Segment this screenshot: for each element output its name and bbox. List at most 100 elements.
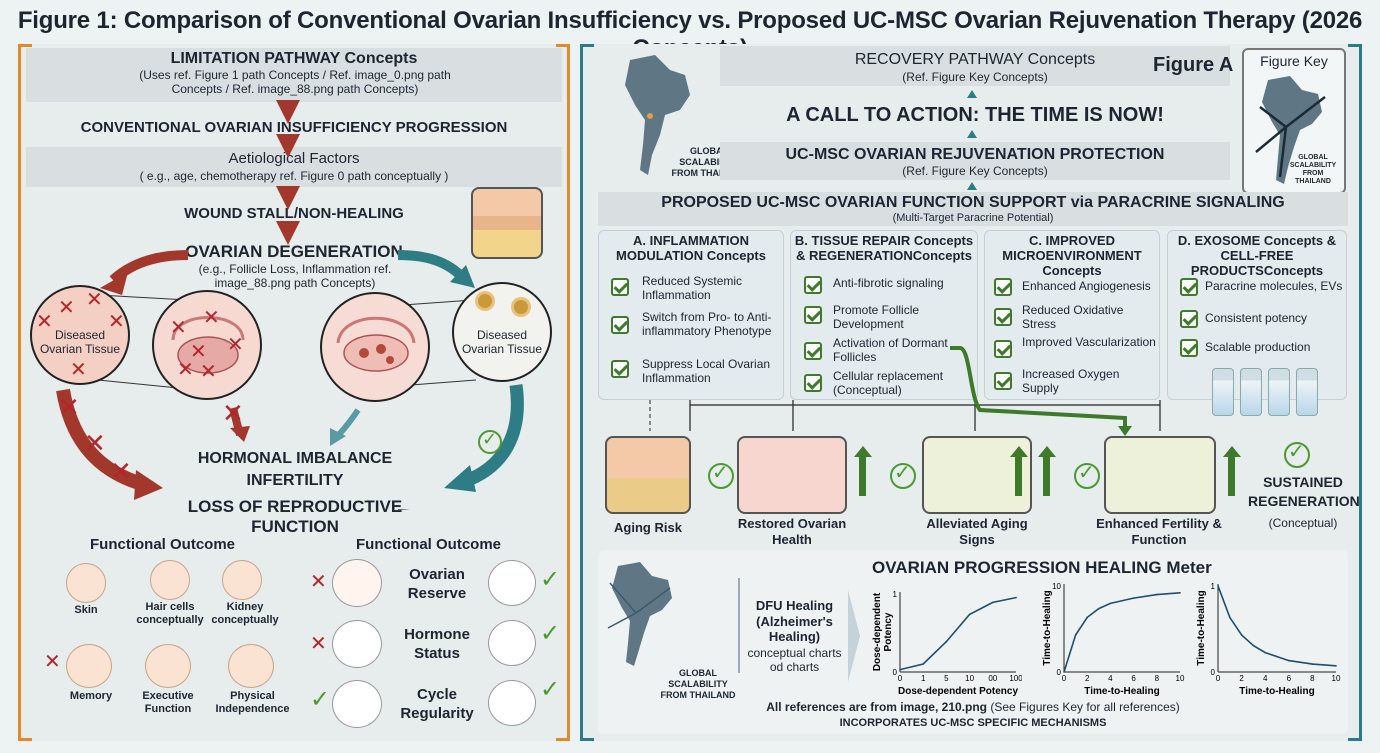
data-point	[1132, 597, 1135, 599]
data-point	[1156, 593, 1158, 596]
brain-icon	[145, 644, 191, 688]
up-arrow-icon	[1223, 446, 1241, 457]
outcome-label: Ovarian Reserve	[407, 566, 467, 602]
meter-global-caption: GLOBAL SCALABILITY FROM THAILAND	[660, 668, 736, 700]
series-line	[899, 596, 1017, 671]
aetiology-subtitle: ( e.g., age, chemotherapy ref. Figure 0 …	[139, 169, 449, 183]
x-tick-label: 0	[898, 674, 903, 683]
data-point	[1311, 663, 1314, 665]
column-d-item: Paracrine molecules, EVs	[1205, 279, 1343, 293]
aetiology-title: Aetiological Factors	[228, 150, 360, 167]
data-point	[1252, 644, 1255, 647]
data-point	[922, 663, 924, 665]
check-circle-icon	[708, 463, 734, 489]
kidney-icon	[222, 560, 262, 600]
x-tick-label: 0	[1216, 674, 1221, 683]
x-mark: ✕	[110, 456, 132, 486]
meter-title: OVARIAN PROGRESSION HEALING Meter	[872, 558, 1212, 577]
check-icon: ✓	[482, 429, 498, 449]
dfu-divider	[738, 578, 740, 673]
result-label: Enhanced Fertility & Function	[1096, 516, 1222, 547]
x-tick-label: 10	[965, 674, 974, 683]
gender-symbol-icon	[332, 620, 382, 668]
x-tick-label: 4	[1108, 674, 1113, 683]
x-tick-label: 5	[944, 674, 949, 683]
column-b-item: Anti-fibrotic signaling	[833, 276, 944, 290]
calendar-icon	[332, 680, 382, 728]
organ-label: Hair cells conceptually	[136, 601, 204, 627]
x-mark: ✕	[36, 311, 53, 333]
hair-cells-icon	[150, 560, 190, 600]
up-arrow-icon	[1010, 446, 1028, 457]
reserve-icon	[488, 560, 536, 606]
x-tick-label: 2	[1239, 674, 1244, 683]
column-d-item: Scalable production	[1205, 340, 1311, 354]
up-arrow-stem	[1043, 456, 1050, 496]
x-tick-label: 6	[1287, 674, 1292, 683]
column-c-item: Reduced Oxidative Stress	[1022, 303, 1124, 331]
check-icon	[804, 374, 822, 392]
check-icon	[1180, 310, 1198, 328]
y-tick-label: 0	[1057, 668, 1062, 677]
outcome-label: Cycle Regularity	[400, 686, 474, 722]
diseased-tissue-left-label: Diseased Ovarian Tissue	[39, 328, 121, 357]
footnote-bold: All references are from image, 210.png	[766, 700, 987, 714]
check-circle-icon	[890, 463, 916, 489]
check-circle-icon	[1074, 463, 1100, 489]
loss-heading: LOSS OF REPRODUCTIVE FUNCTION	[187, 497, 403, 537]
skin-thumbnail	[471, 187, 543, 259]
brain-icon	[66, 644, 112, 688]
vial-icon	[1240, 368, 1262, 416]
check-icon	[611, 316, 629, 334]
data-point	[1229, 616, 1231, 619]
column-c-item: Enhanced Angiogenesis	[1022, 279, 1151, 293]
data-point	[899, 668, 901, 671]
column-b-title: B. TISSUE REPAIR Concepts & REGENERATION…	[794, 233, 974, 263]
x-mark: ✕	[222, 398, 244, 428]
series-line	[1063, 592, 1181, 673]
x-tick-label: 10	[1176, 674, 1185, 683]
cell-icon	[514, 300, 528, 314]
organ-label: Kidney conceptually	[211, 601, 279, 627]
check-icon	[804, 306, 822, 324]
x-mark: ✕	[86, 289, 103, 311]
call-to-action: A CALL TO ACTION: THE TIME IS NOW!	[786, 104, 1164, 126]
hormonal-heading: HORMONAL IMBALANCE	[197, 450, 393, 467]
x-mark: ✕	[70, 359, 87, 381]
infertility-heading: INFERTILITY	[246, 472, 344, 489]
column-a-box	[598, 230, 784, 400]
x-tick-label: 0	[1062, 674, 1067, 683]
support-title: PROPOSED UC-MSC OVARIAN FUNCTION SUPPORT…	[661, 194, 1285, 211]
x-axis-label: Dose-dependent Potency	[898, 686, 1018, 696]
data-point	[1086, 616, 1088, 619]
organ-label: Memory	[69, 690, 113, 702]
recovery-subtitle: (Ref. Figure Key Concepts)	[902, 70, 1048, 84]
up-arrow-stem	[1228, 456, 1235, 496]
vial-icon	[1296, 368, 1318, 416]
recovery-title: RECOVERY PATHWAY Concepts	[854, 51, 1096, 68]
x-mark: ✕	[203, 307, 220, 329]
y-axis-label: Time-to-Healing	[1196, 590, 1207, 665]
thailand-map-icon	[625, 55, 690, 175]
data-point	[992, 601, 994, 604]
data-point	[1335, 665, 1337, 667]
column-b-item: Cellular replacement (Conceptual)	[833, 369, 944, 397]
restored-ovary-image	[737, 436, 847, 514]
outcome-left-label: Functional Outcome	[90, 536, 236, 553]
check-icon: ✓	[1078, 462, 1095, 484]
outcome-label: Hormone Status	[404, 626, 470, 662]
gender-symbol-icon	[488, 620, 536, 666]
limitation-header	[26, 48, 562, 102]
check-icon	[1180, 339, 1198, 357]
aging-risk-image	[605, 436, 691, 514]
protection-header	[720, 142, 1230, 180]
data-point	[1015, 596, 1017, 599]
check-icon	[611, 278, 629, 296]
damaged-ovary-circle	[152, 290, 262, 400]
data-point	[1217, 584, 1219, 587]
global-caption-top: GLOBAL SCALABILITY FROM THAILAND	[671, 146, 747, 178]
column-c-box	[984, 230, 1160, 400]
x-mark: ✕	[310, 571, 327, 593]
check-icon: ✓	[712, 462, 729, 484]
